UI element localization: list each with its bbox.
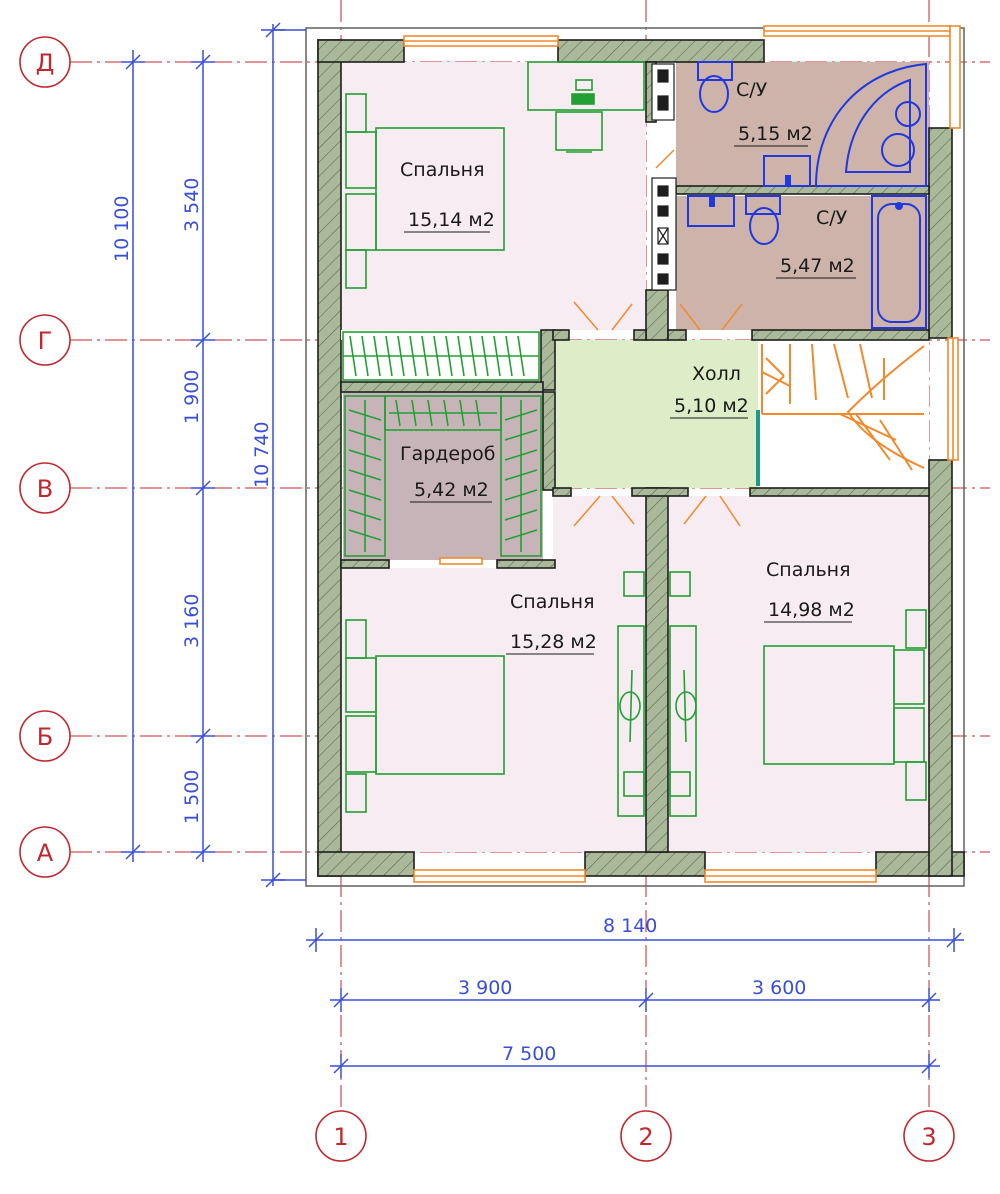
wall-unit-left xyxy=(617,571,645,817)
bedroom-nw-floor xyxy=(341,62,646,330)
dimension-labels-bottom: 8 140 3 900 3 600 7 500 xyxy=(458,915,806,1065)
axis-marker-col-1: 1 xyxy=(315,1110,367,1162)
sink-top xyxy=(763,155,811,187)
bedroom-sw-floor-upper xyxy=(553,496,646,568)
room-labels: Спальня 15,14 м2 С/У 5,15 м2 С/У 5,47 м2… xyxy=(400,79,856,655)
svg-text:А: А xyxy=(37,839,54,867)
svg-text:В: В xyxy=(37,475,53,503)
room-area-bath-top: 5,15 м2 xyxy=(738,123,813,145)
bedroom-sw-floor xyxy=(341,568,646,852)
dimension-labels-left: 10 100 3 540 1 900 3 160 1 500 10 740 xyxy=(111,178,273,824)
room-name-hall: Холл xyxy=(692,363,741,385)
room-area-wardrobe: 5,42 м2 xyxy=(414,479,489,501)
svg-text:Б: Б xyxy=(37,723,53,751)
room-area-hall: 5,10 м2 xyxy=(674,395,749,417)
room-area-bedroom-sw: 15,28 м2 xyxy=(510,631,597,653)
plumbing xyxy=(687,61,927,329)
vent-shafts xyxy=(651,63,677,291)
axis-marker-col-3: 3 xyxy=(903,1110,955,1162)
sink-bottom xyxy=(687,195,735,227)
outer-border xyxy=(305,27,965,887)
room-name-bedroom-sw: Спальня xyxy=(510,591,595,613)
dim-bottom-axes: 7 500 xyxy=(502,1043,556,1065)
bath-bottom-floor xyxy=(676,196,929,330)
room-name-bedroom-se: Спальня xyxy=(766,559,851,581)
room-area-bedroom-se: 14,98 м2 xyxy=(768,599,855,621)
axis-marker-row-4: Б xyxy=(19,710,71,762)
hall-floor xyxy=(553,340,758,488)
furniture xyxy=(342,61,927,817)
dim-left-inner-1: 3 540 xyxy=(181,178,203,232)
dim-left-total: 10 740 xyxy=(251,422,273,488)
closet-rails xyxy=(342,331,540,381)
axis-marker-row-5: А xyxy=(19,826,71,878)
desk-nw xyxy=(527,61,645,153)
svg-text:3: 3 xyxy=(921,1123,936,1151)
bed-sw xyxy=(345,619,505,813)
bed-nw xyxy=(345,93,505,289)
dim-bottom-total: 8 140 xyxy=(603,915,657,937)
axis-markers-rows: Д Г В Б А xyxy=(19,36,71,878)
corner-bath xyxy=(814,62,927,187)
dim-bottom-part-2: 3 600 xyxy=(752,977,806,999)
dimensions-left xyxy=(121,22,306,888)
room-name-bedroom-nw: Спальня xyxy=(400,159,485,181)
room-area-bedroom-nw: 15,14 м2 xyxy=(408,209,495,231)
dim-left-inner-3: 3 160 xyxy=(181,594,203,648)
axis-marker-row-1: Д xyxy=(19,36,71,88)
svg-text:2: 2 xyxy=(638,1123,653,1151)
dim-left-outer: 10 100 xyxy=(111,196,133,262)
room-area-bath-bottom: 5,47 м2 xyxy=(780,255,855,277)
bath-top-floor xyxy=(676,62,929,188)
room-name-bath-bottom: С/У xyxy=(816,207,848,229)
wardrobe-floor xyxy=(343,392,543,560)
axis-markers-cols: 1 2 3 xyxy=(315,1110,955,1162)
room-name-wardrobe: Гардероб xyxy=(400,443,496,465)
doors xyxy=(573,149,743,527)
dim-bottom-part-1: 3 900 xyxy=(458,977,512,999)
walls xyxy=(305,27,965,887)
wall-unit-right xyxy=(669,571,697,817)
dimensions-bottom xyxy=(306,928,964,1078)
room-name-bath-top: С/У xyxy=(736,79,768,101)
bathtub xyxy=(871,195,927,329)
window-right-top xyxy=(949,25,961,129)
staircase xyxy=(761,343,925,471)
bedroom-se-floor xyxy=(668,496,929,852)
svg-text:Д: Д xyxy=(36,49,55,77)
wardrobe-rails xyxy=(344,395,542,557)
dim-left-inner-4: 1 500 xyxy=(181,770,203,824)
bed-se xyxy=(763,609,927,801)
axis-marker-row-3: В xyxy=(19,462,71,514)
axis-marker-col-2: 2 xyxy=(620,1110,672,1162)
toilet-top xyxy=(697,61,733,113)
svg-text:1: 1 xyxy=(333,1123,348,1151)
toilet-bottom xyxy=(745,195,781,245)
svg-text:Г: Г xyxy=(38,327,53,355)
dim-left-inner-2: 1 900 xyxy=(181,370,203,424)
windows xyxy=(403,25,961,883)
axis-marker-row-2: Г xyxy=(19,314,71,366)
room-fills xyxy=(341,62,929,852)
